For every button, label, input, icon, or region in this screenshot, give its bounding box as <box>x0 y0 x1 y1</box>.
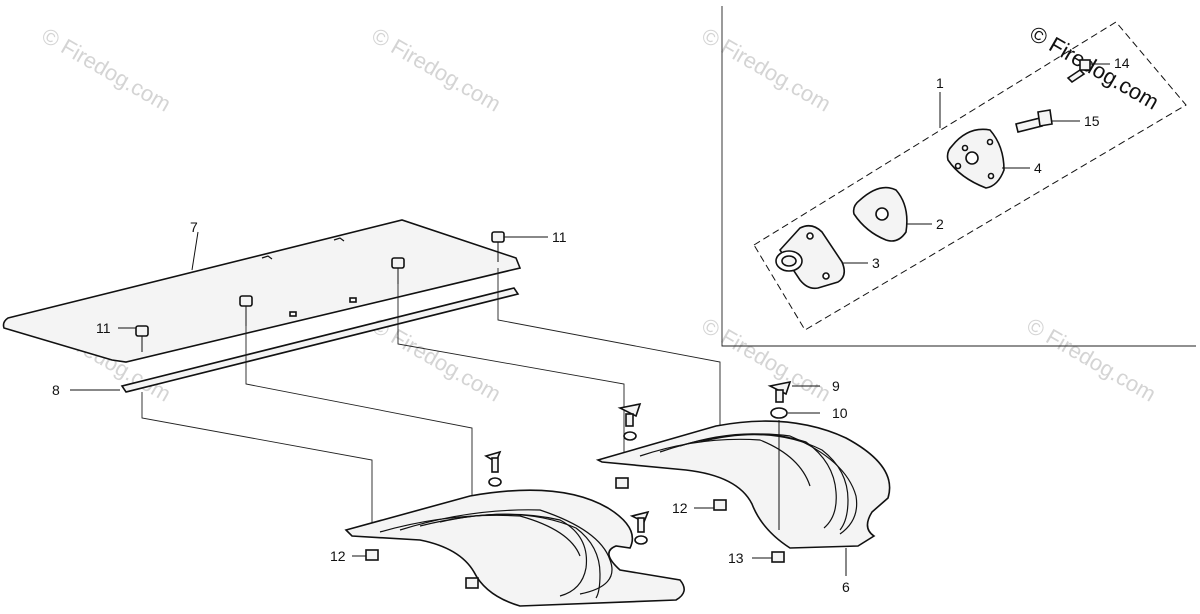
callout-12-right: 12 <box>672 500 688 516</box>
right-footrest <box>595 420 891 549</box>
callout-10: 10 <box>832 405 848 421</box>
callout-15: 15 <box>1084 113 1100 129</box>
watermark-7: © Firedog.com <box>1023 313 1161 407</box>
mounting-plate <box>946 128 1005 189</box>
mounting-board <box>2 219 522 363</box>
callout-9: 9 <box>832 378 840 394</box>
right-washer-10 <box>770 407 788 419</box>
bolt-15 <box>1015 109 1053 133</box>
flange-mount <box>775 224 846 290</box>
right-wing-bolt-inner <box>617 402 642 441</box>
callout-4: 4 <box>1034 160 1042 176</box>
mount-assembly-group <box>753 21 1187 331</box>
right-nut-12 <box>713 499 727 511</box>
left-nut-bottom <box>465 577 479 589</box>
callout-14: 14 <box>1114 55 1130 71</box>
right-wing-bolt <box>767 380 792 403</box>
callout-3: 3 <box>872 255 880 271</box>
callout-11-rear: 11 <box>552 229 567 245</box>
board-bolt-mid-left <box>239 295 253 326</box>
watermark-2: © Firedog.com <box>368 23 506 117</box>
callout-13: 13 <box>728 550 744 566</box>
left-wing-bolt-front <box>629 510 650 545</box>
callout-6: 6 <box>842 579 850 595</box>
callout-1: 1 <box>936 75 944 91</box>
callout-7: 7 <box>190 219 198 235</box>
assembly-lines <box>141 268 721 528</box>
right-nut-front <box>615 477 629 489</box>
watermark-layer: © Firedog.com © Firedog.com © Firedog.co… <box>38 21 1164 407</box>
watermark-3: © Firedog.com <box>698 23 836 117</box>
inset-frame <box>721 6 1196 347</box>
board-bolt-front <box>135 325 149 352</box>
watermark-1: © Firedog.com <box>38 23 176 117</box>
watermark-6: © Firedog.com <box>698 313 836 407</box>
triangle-plate <box>852 186 908 242</box>
callout-8: 8 <box>52 382 60 398</box>
right-nut-13 <box>771 551 785 563</box>
rail-strip <box>120 287 520 393</box>
board-bolts <box>135 231 505 352</box>
screw-14 <box>1066 59 1091 84</box>
callout-labels: 1 2 3 4 15 14 7 11 11 8 9 10 12 12 13 6 <box>52 55 1130 595</box>
left-footrest <box>344 489 685 607</box>
callout-11-front: 11 <box>96 320 111 336</box>
assembly-boundary <box>753 21 1187 331</box>
callout-2: 2 <box>936 216 944 232</box>
left-wing-bolt-rear <box>484 450 502 487</box>
board-bolt-mid-right <box>391 257 405 284</box>
left-nut-12 <box>365 549 379 561</box>
callout-12-left: 12 <box>330 548 346 564</box>
